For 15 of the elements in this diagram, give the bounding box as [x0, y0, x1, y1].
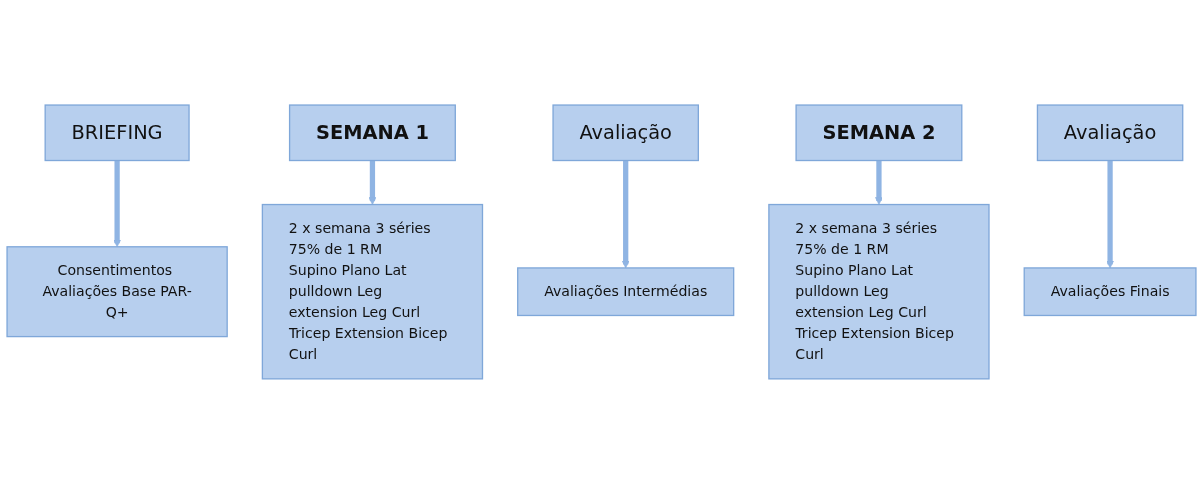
arrow [621, 160, 630, 269]
node-box: Consentimentos Avaliações Base PAR-Q+ [6, 246, 228, 338]
arrow [1106, 160, 1114, 269]
node-box: Avaliações Finais [1023, 267, 1197, 317]
arrow [368, 160, 377, 205]
node-box: Avaliações Intermédias [517, 267, 735, 317]
arrow [113, 160, 121, 248]
arrow [875, 160, 883, 205]
node-box: Avaliação [1036, 104, 1184, 162]
node-box: 2 x semana 3 séries 75% de 1 RM Supino Plano Lat pulldown Leg extension Leg Curl Tricep Extension Bicep Curl [768, 203, 990, 380]
node-box: 2 x semana 3 séries 75% de 1 RM Supino Plano Lat pulldown Leg extension Leg Curl Tricep Extension Bicep Curl [261, 203, 484, 380]
node-box: BRIEFING [44, 104, 190, 162]
node-box: Avaliação [552, 104, 699, 162]
node-box: SEMANA 1 [288, 104, 456, 162]
node-box: SEMANA 2 [795, 104, 963, 162]
